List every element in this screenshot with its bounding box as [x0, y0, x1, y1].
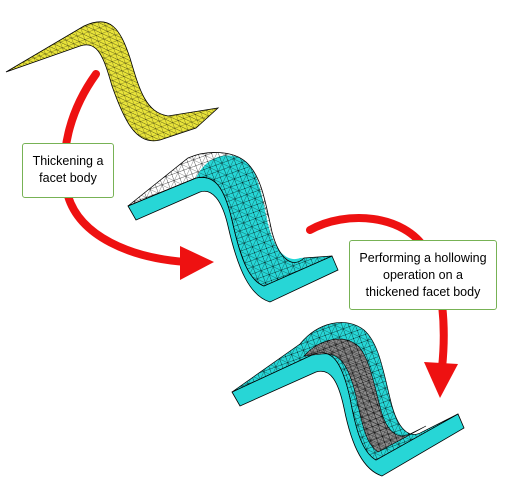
callout-hollowing-line-3: thickened facet body: [365, 285, 481, 299]
yellow-sheet-mesh: [5, 21, 220, 142]
callout-thickening: Thickening a facet body: [22, 143, 114, 198]
callout-hollowing: Performing a hollowing operation on a th…: [349, 240, 497, 310]
thin-facet-body: [5, 21, 220, 142]
thickened-facet-body: [127, 152, 339, 303]
arrow-hollow-head: [424, 362, 458, 398]
callout-thickening-line-1: Thickening a: [32, 154, 104, 168]
arrow-thicken-head: [180, 246, 214, 280]
callout-hollowing-line-1: Performing a hollowing: [359, 251, 487, 265]
cyan-body-top-overlay: [127, 152, 333, 287]
hollow-rim-mesh: [231, 322, 459, 461]
callout-hollowing-line-2: operation on a: [383, 268, 463, 282]
hollowed-facet-body: [231, 322, 465, 477]
callout-thickening-line-2: facet body: [39, 171, 97, 185]
